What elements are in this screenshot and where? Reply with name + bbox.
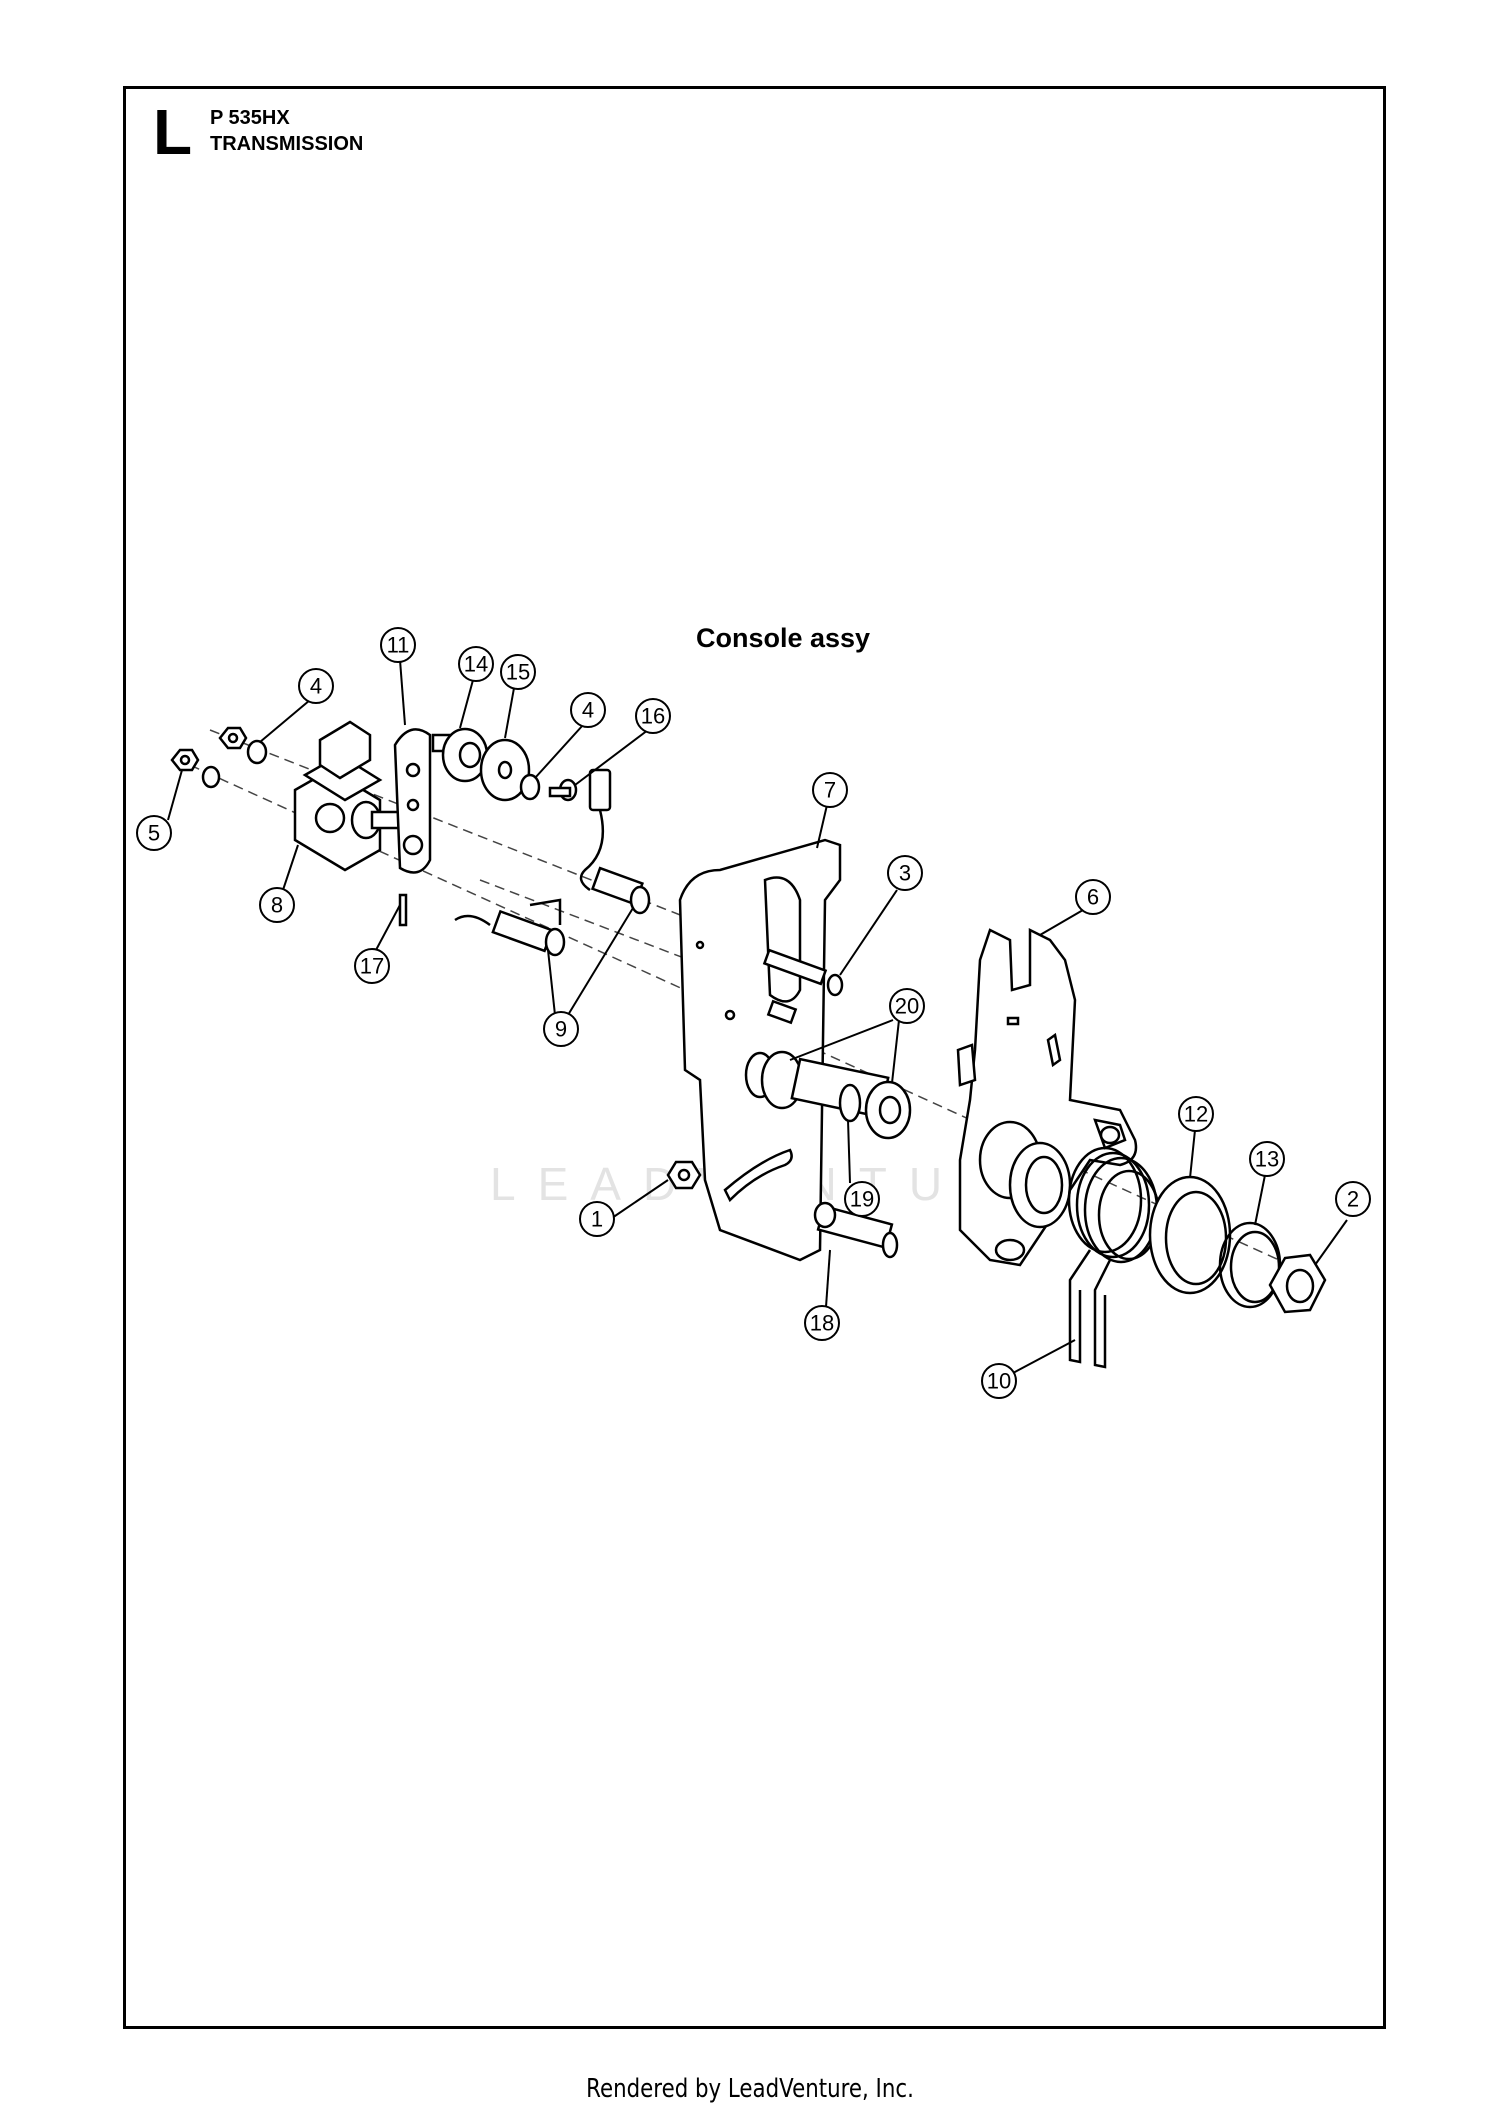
callout-6[interactable]: 6 (1075, 879, 1111, 915)
bolt-3 (762, 948, 844, 1025)
callout-12[interactable]: 12 (1178, 1096, 1214, 1132)
callout-17-label: 17 (360, 954, 384, 979)
callout-leaders (167, 659, 1348, 1374)
parts (170, 720, 1327, 1369)
callout-16-label: 16 (641, 704, 665, 729)
callout-15[interactable]: 15 (500, 654, 536, 690)
bolt-16 (548, 778, 578, 802)
callout-20-label: 20 (895, 994, 919, 1019)
washer-4 (246, 739, 268, 765)
callout-3-label: 3 (899, 861, 911, 886)
callout-10-label: 10 (987, 1369, 1011, 1394)
callout-1[interactable]: 1 (579, 1201, 615, 1237)
callout-4-right[interactable]: 4 (570, 692, 606, 728)
callout-14[interactable]: 14 (458, 646, 494, 682)
nut-top (218, 726, 248, 750)
callout-18[interactable]: 18 (804, 1305, 840, 1341)
switch-9-upper (590, 866, 651, 915)
callout-3[interactable]: 3 (887, 855, 923, 891)
callout-5[interactable]: 5 (136, 815, 172, 851)
drawing-frame (123, 86, 1386, 2029)
callout-13-label: 13 (1255, 1147, 1279, 1172)
callout-4-left[interactable]: 4 (298, 668, 334, 704)
callout-9[interactable]: 9 (543, 1011, 579, 1047)
callout-10[interactable]: 10 (981, 1363, 1017, 1399)
spring-10 (1067, 1146, 1161, 1369)
section-title: TRANSMISSION (210, 133, 364, 155)
model-number: P 535HX (210, 107, 290, 129)
washer-4b (519, 773, 541, 801)
assembly-title: Console assy (696, 623, 871, 653)
callout-8-label: 8 (271, 893, 283, 918)
bearing-20 (864, 1080, 912, 1140)
shaft-19 (744, 1050, 890, 1123)
washer (201, 765, 221, 789)
switch-9-lower (454, 898, 566, 957)
callout-12-label: 12 (1184, 1102, 1208, 1127)
callout-8[interactable]: 8 (259, 887, 295, 923)
footer-credit: Rendered by LeadVenture, Inc. (586, 2074, 914, 2104)
callout-18-label: 18 (810, 1311, 834, 1336)
switch-block-8 (293, 720, 406, 872)
callout-7-label: 7 (824, 778, 836, 803)
callout-4-left-label: 4 (310, 674, 322, 699)
callout-9-label: 9 (555, 1017, 567, 1042)
washer-12 (1148, 1175, 1232, 1295)
callout-14-label: 14 (464, 652, 488, 677)
callout-11-label: 11 (387, 633, 410, 658)
nut-5 (170, 748, 200, 772)
bearing-14 (441, 727, 489, 783)
pivot-bracket-6 (956, 927, 1138, 1267)
callout-19[interactable]: 19 (844, 1181, 880, 1217)
section-letter: L (153, 96, 193, 168)
connector-harness (579, 768, 612, 892)
callout-11[interactable]: 11 (380, 627, 416, 663)
callout-17[interactable]: 17 (354, 948, 390, 984)
callout-16[interactable]: 16 (635, 698, 671, 734)
washer-15 (479, 738, 531, 802)
lock-nut-2 (1268, 1253, 1327, 1314)
snap-ring-13 (1218, 1221, 1282, 1309)
callouts: 1 2 3 4 4 5 6 7 8 9 10 11 12 13 14 15 16… (136, 627, 1371, 1399)
callout-2-label: 2 (1347, 1187, 1359, 1212)
callout-7[interactable]: 7 (812, 772, 848, 808)
callout-2[interactable]: 2 (1335, 1181, 1371, 1217)
callout-19-label: 19 (850, 1187, 874, 1212)
callout-20[interactable]: 20 (889, 988, 925, 1024)
callout-13[interactable]: 13 (1249, 1141, 1285, 1177)
callout-4-right-label: 4 (582, 698, 594, 723)
callout-6-label: 6 (1087, 885, 1099, 910)
nut-1 (666, 1160, 702, 1190)
callout-5-label: 5 (148, 821, 160, 846)
callout-1-label: 1 (591, 1207, 603, 1232)
callout-15-label: 15 (506, 660, 530, 685)
